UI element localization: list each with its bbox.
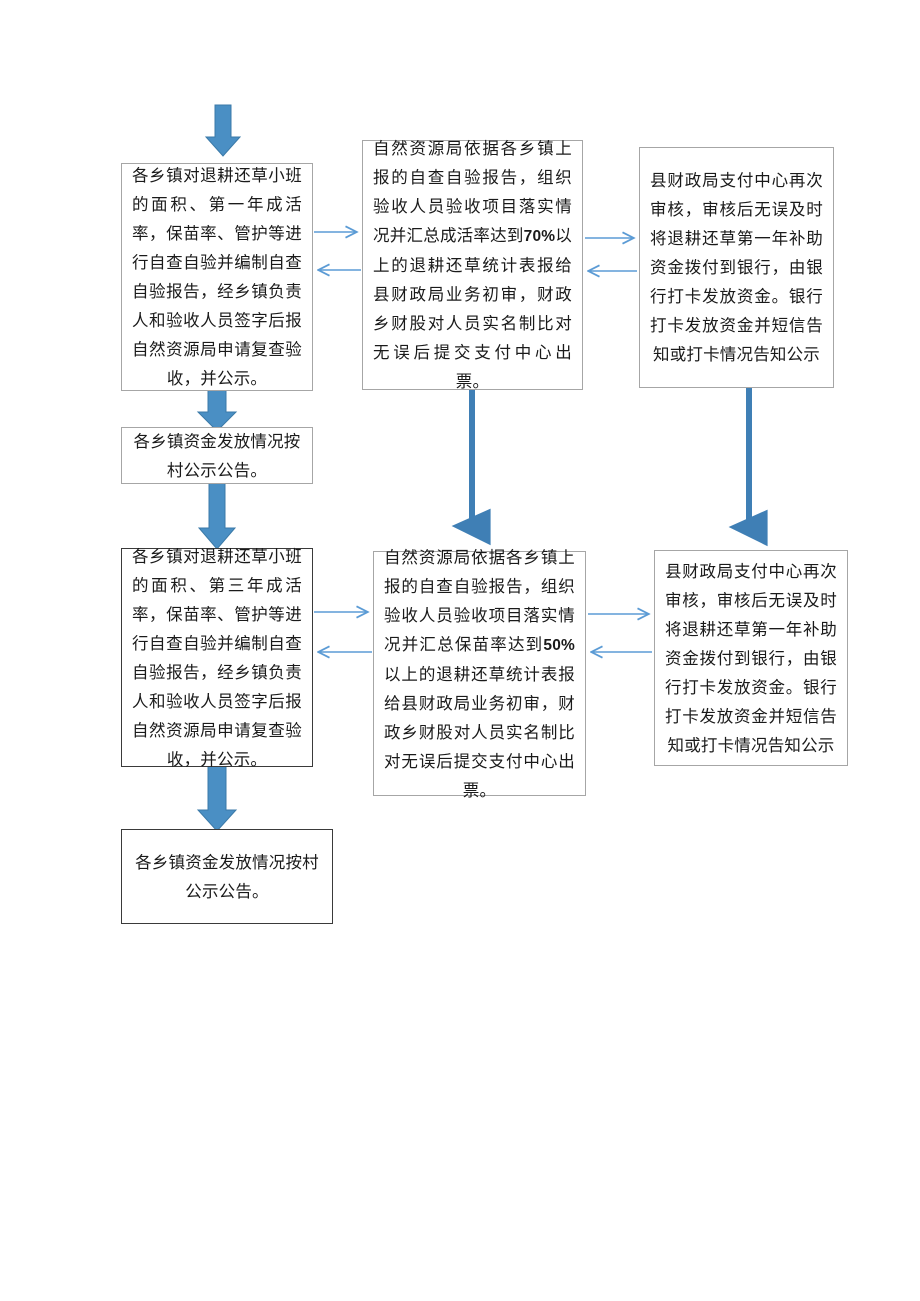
process-box-publicity-year1[interactable]: 各乡镇资金发放情况按村公示公告。 — [121, 427, 313, 484]
process-box-resources-year1-text: 自然资源局依据各乡镇上报的自查自验报告，组织验收人员验收项目落实情况并汇总成活率… — [373, 134, 572, 396]
process-box-finance-year1[interactable]: 县财政局支付中心再次审核，审核后无误及时将退耕还草第一年补助资金拨付到银行，由银… — [639, 147, 834, 388]
process-box-publicity-year1-text: 各乡镇资金发放情况按村公示公告。 — [133, 431, 301, 480]
process-box-resources-year3-text: 自然资源局依据各乡镇上报的自查自验报告，组织验收人员验收项目落实情况并汇总保苗率… — [384, 543, 575, 805]
process-box-finance-year3-text: 县财政局支付中心再次审核，审核后无误及时将退耕还草第一年补助资金拨付到银行，由银… — [665, 561, 837, 755]
process-box-resources-year3[interactable]: 自然资源局依据各乡镇上报的自查自验报告，组织验收人员验收项目落实情况并汇总保苗率… — [373, 548, 586, 800]
process-box-villages-year1[interactable]: 各乡镇对退耕还草小班的面积、第一年成活率，保苗率、管护等进行自查自验并编制自查自… — [121, 163, 313, 391]
process-box-finance-year3[interactable]: 县财政局支付中心再次审核，审核后无误及时将退耕还草第一年补助资金拨付到银行，由银… — [654, 550, 848, 766]
resources-y1-text-part1: 自然资源局依据各乡镇上报的自查自验报告，组织验收人员验收项目落实情况并汇总成活率… — [373, 139, 572, 245]
resources-y3-text-part1: 自然资源局依据各乡镇上报的自查自验报告，组织验收人员验收项目落实情况并汇总保苗率… — [384, 547, 575, 654]
process-box-finance-year1-text: 县财政局支付中心再次审核，审核后无误及时将退耕还草第一年补助资金拨付到银行，由银… — [650, 171, 823, 364]
villages-y3-to-publicity-y3-block-arrow-icon — [196, 763, 238, 832]
resources-y3-text-part2: 以上的退耕还草统计表报给县财政局业务初审，财政乡财股对人员实名制比对无误后提交支… — [384, 664, 575, 800]
process-box-villages-year3[interactable]: 各乡镇对退耕还草小班的面积、第三年成活率，保苗率、管护等进行自查自验并编制自查自… — [121, 547, 313, 769]
villages-y1-to-publicity-y1-block-arrow-icon — [196, 387, 238, 432]
resources-y3-threshold-value: 50% — [543, 636, 575, 654]
publicity-y1-to-villages-y3-block-arrow-icon — [197, 482, 237, 550]
process-box-resources-year1[interactable]: 自然资源局依据各乡镇上报的自查自验报告，组织验收人员验收项目落实情况并汇总成活率… — [362, 139, 583, 391]
entry-block-arrow-down-icon — [204, 104, 242, 157]
resources-y1-text-part2: 以上的退耕还草统计表报给县财政局业务初审，财政乡财股对人员实名制比对无误后提交支… — [373, 226, 572, 391]
process-box-publicity-year3-text: 各乡镇资金发放情况按村公示公告。 — [135, 852, 319, 901]
process-box-villages-year1-text: 各乡镇对退耕还草小班的面积、第一年成活率，保苗率、管护等进行自查自验并编制自查自… — [132, 166, 302, 388]
process-box-villages-year3-text: 各乡镇对退耕还草小班的面积、第三年成活率，保苗率、管护等进行自查自验并编制自查自… — [132, 546, 302, 769]
resources-y1-threshold-value: 70% — [523, 228, 556, 245]
process-box-publicity-year3[interactable]: 各乡镇资金发放情况按村公示公告。 — [121, 829, 333, 924]
